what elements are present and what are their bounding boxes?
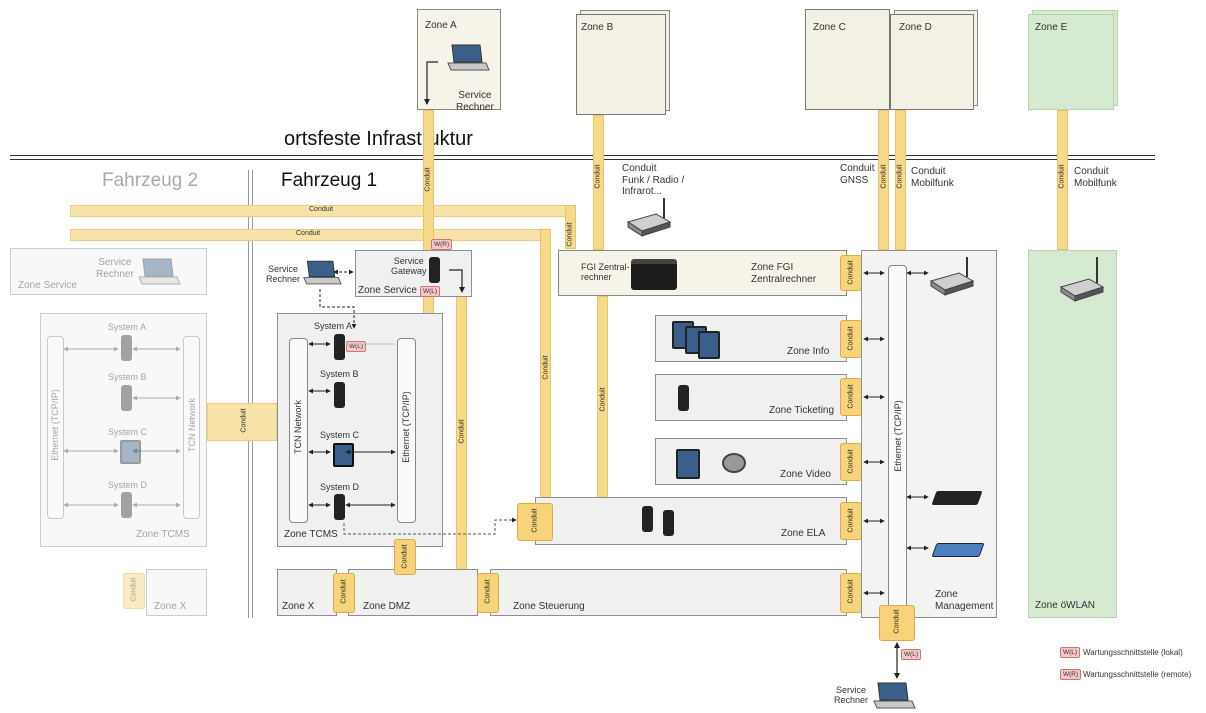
zone-ela: Zone ELA [535, 497, 847, 545]
service-rechner-label: Service Rechner [266, 264, 301, 285]
zone-b: Zone B [576, 14, 666, 115]
zone-info: Zone Info [655, 315, 847, 362]
zone-b-label: Zone B [581, 22, 614, 33]
conduit-funk-label: Conduit Funk / Radio / Infrarot... [622, 163, 685, 197]
zone-x: Zone X [277, 569, 337, 616]
badge-wl-gateway: W(L) [420, 286, 441, 297]
ticket-machine-icon [678, 385, 689, 411]
conduit-zone-c [878, 110, 889, 250]
zone-c-label: Zone C [813, 22, 846, 33]
server-icon [121, 492, 132, 518]
server-icon [334, 334, 345, 360]
vehicle2-zone-x: Zone X [146, 569, 207, 616]
wireless-router-icon [929, 257, 975, 296]
conduit-between-vehicles [207, 403, 277, 441]
zone-a-label: Zone A [425, 20, 457, 31]
conduit-box-management-bottom [879, 605, 915, 641]
laptop-icon [138, 258, 181, 285]
conduit-zone-d [895, 110, 906, 250]
wireless-router-icon [626, 198, 672, 237]
zone-ticketing: Zone Ticketing [655, 374, 847, 421]
zone-video: Zone Video [655, 438, 847, 485]
conduit-upper-right-end [565, 205, 576, 249]
zone-steuerung: Zone Steuerung [490, 569, 847, 616]
gateway-server-icon [429, 257, 440, 283]
badge-wl-system-a: W(L) [346, 341, 367, 352]
tablet-icon [698, 331, 720, 359]
server-icon [121, 385, 132, 411]
central-computer-icon [631, 259, 677, 290]
legend-badge-remote: W(R) [1060, 669, 1082, 680]
server-icon [642, 506, 653, 532]
legend-badge-local: W(L) [1060, 647, 1081, 658]
zone-service: Zone Service Service Gateway [355, 250, 472, 297]
tablet-icon [333, 443, 354, 467]
conduit-box-dmz-steuerung [477, 573, 499, 613]
conduit-mobilfunk-d-label: Conduit Mobilfunk [911, 166, 954, 189]
service-rechner-a-label: Service Rechner [456, 90, 494, 113]
badge-wr-gateway: W(R) [431, 239, 453, 250]
vehicle2-zone-x-conduit [123, 573, 145, 609]
zone-d-label: Zone D [899, 22, 932, 33]
vehicle2-zone-service: Zone Service Service Rechner [10, 248, 207, 295]
zone-d: Zone D [890, 14, 974, 110]
vehicle2-zone-tcms: Zone TCMS Ethernet (TCP/IP) TCN Network … [40, 313, 207, 547]
conduit-mobilfunk-e-label: Conduit Mobilfunk [1074, 166, 1117, 189]
server-icon [334, 382, 345, 408]
server-icon [663, 510, 674, 536]
legend-local-text: Wartungsschnittstelle (lokal) [1083, 648, 1183, 657]
infrastructure-divider [10, 155, 1155, 160]
zone-e: Zone E [1028, 14, 1114, 110]
fahrzeug1-title: Fahrzeug 1 [281, 170, 378, 191]
zone-e-label: Zone E [1035, 22, 1068, 33]
zone-a: Zone A Service Rechner [417, 9, 501, 113]
conduit-zone-b [593, 115, 604, 250]
laptop-icon [303, 260, 342, 285]
conduit-box-x-dmz [333, 573, 355, 613]
camera-icon [722, 453, 746, 473]
conduit-box-tcms-dmz [394, 539, 416, 575]
fahrzeug2-title: Fahrzeug 2 [102, 170, 199, 191]
service-rechner-bottom-label: Service Rechner [834, 685, 869, 706]
wireless-router-icon [1059, 257, 1105, 302]
zone-tcms: Zone TCMS TCN Network Ethernet (TCP/IP) … [277, 313, 443, 547]
conduit-gnss-label: Conduit GNSS [840, 163, 875, 186]
laptop-icon [447, 44, 490, 71]
zone-c: Zone C [805, 9, 890, 110]
conduit-box-ela-left [517, 503, 553, 541]
laptop-icon [873, 682, 916, 709]
server-icon [334, 494, 345, 520]
zone-management: Zone Management Ethernet (TCP/IP) [861, 250, 997, 618]
badge-wl-management: W(L) [901, 649, 922, 660]
server-icon [121, 335, 132, 361]
zone-fgi: FGI Zentral- rechner Zone FGI Zentralrec… [558, 250, 847, 296]
vehicle-divider [248, 170, 253, 618]
legend-remote-text: Wartungsschnittstelle (remote) [1083, 670, 1192, 679]
zone-owlan: Zone öWLAN [1028, 250, 1117, 618]
tablet-icon [676, 449, 700, 479]
conduit-zone-e [1057, 110, 1068, 250]
